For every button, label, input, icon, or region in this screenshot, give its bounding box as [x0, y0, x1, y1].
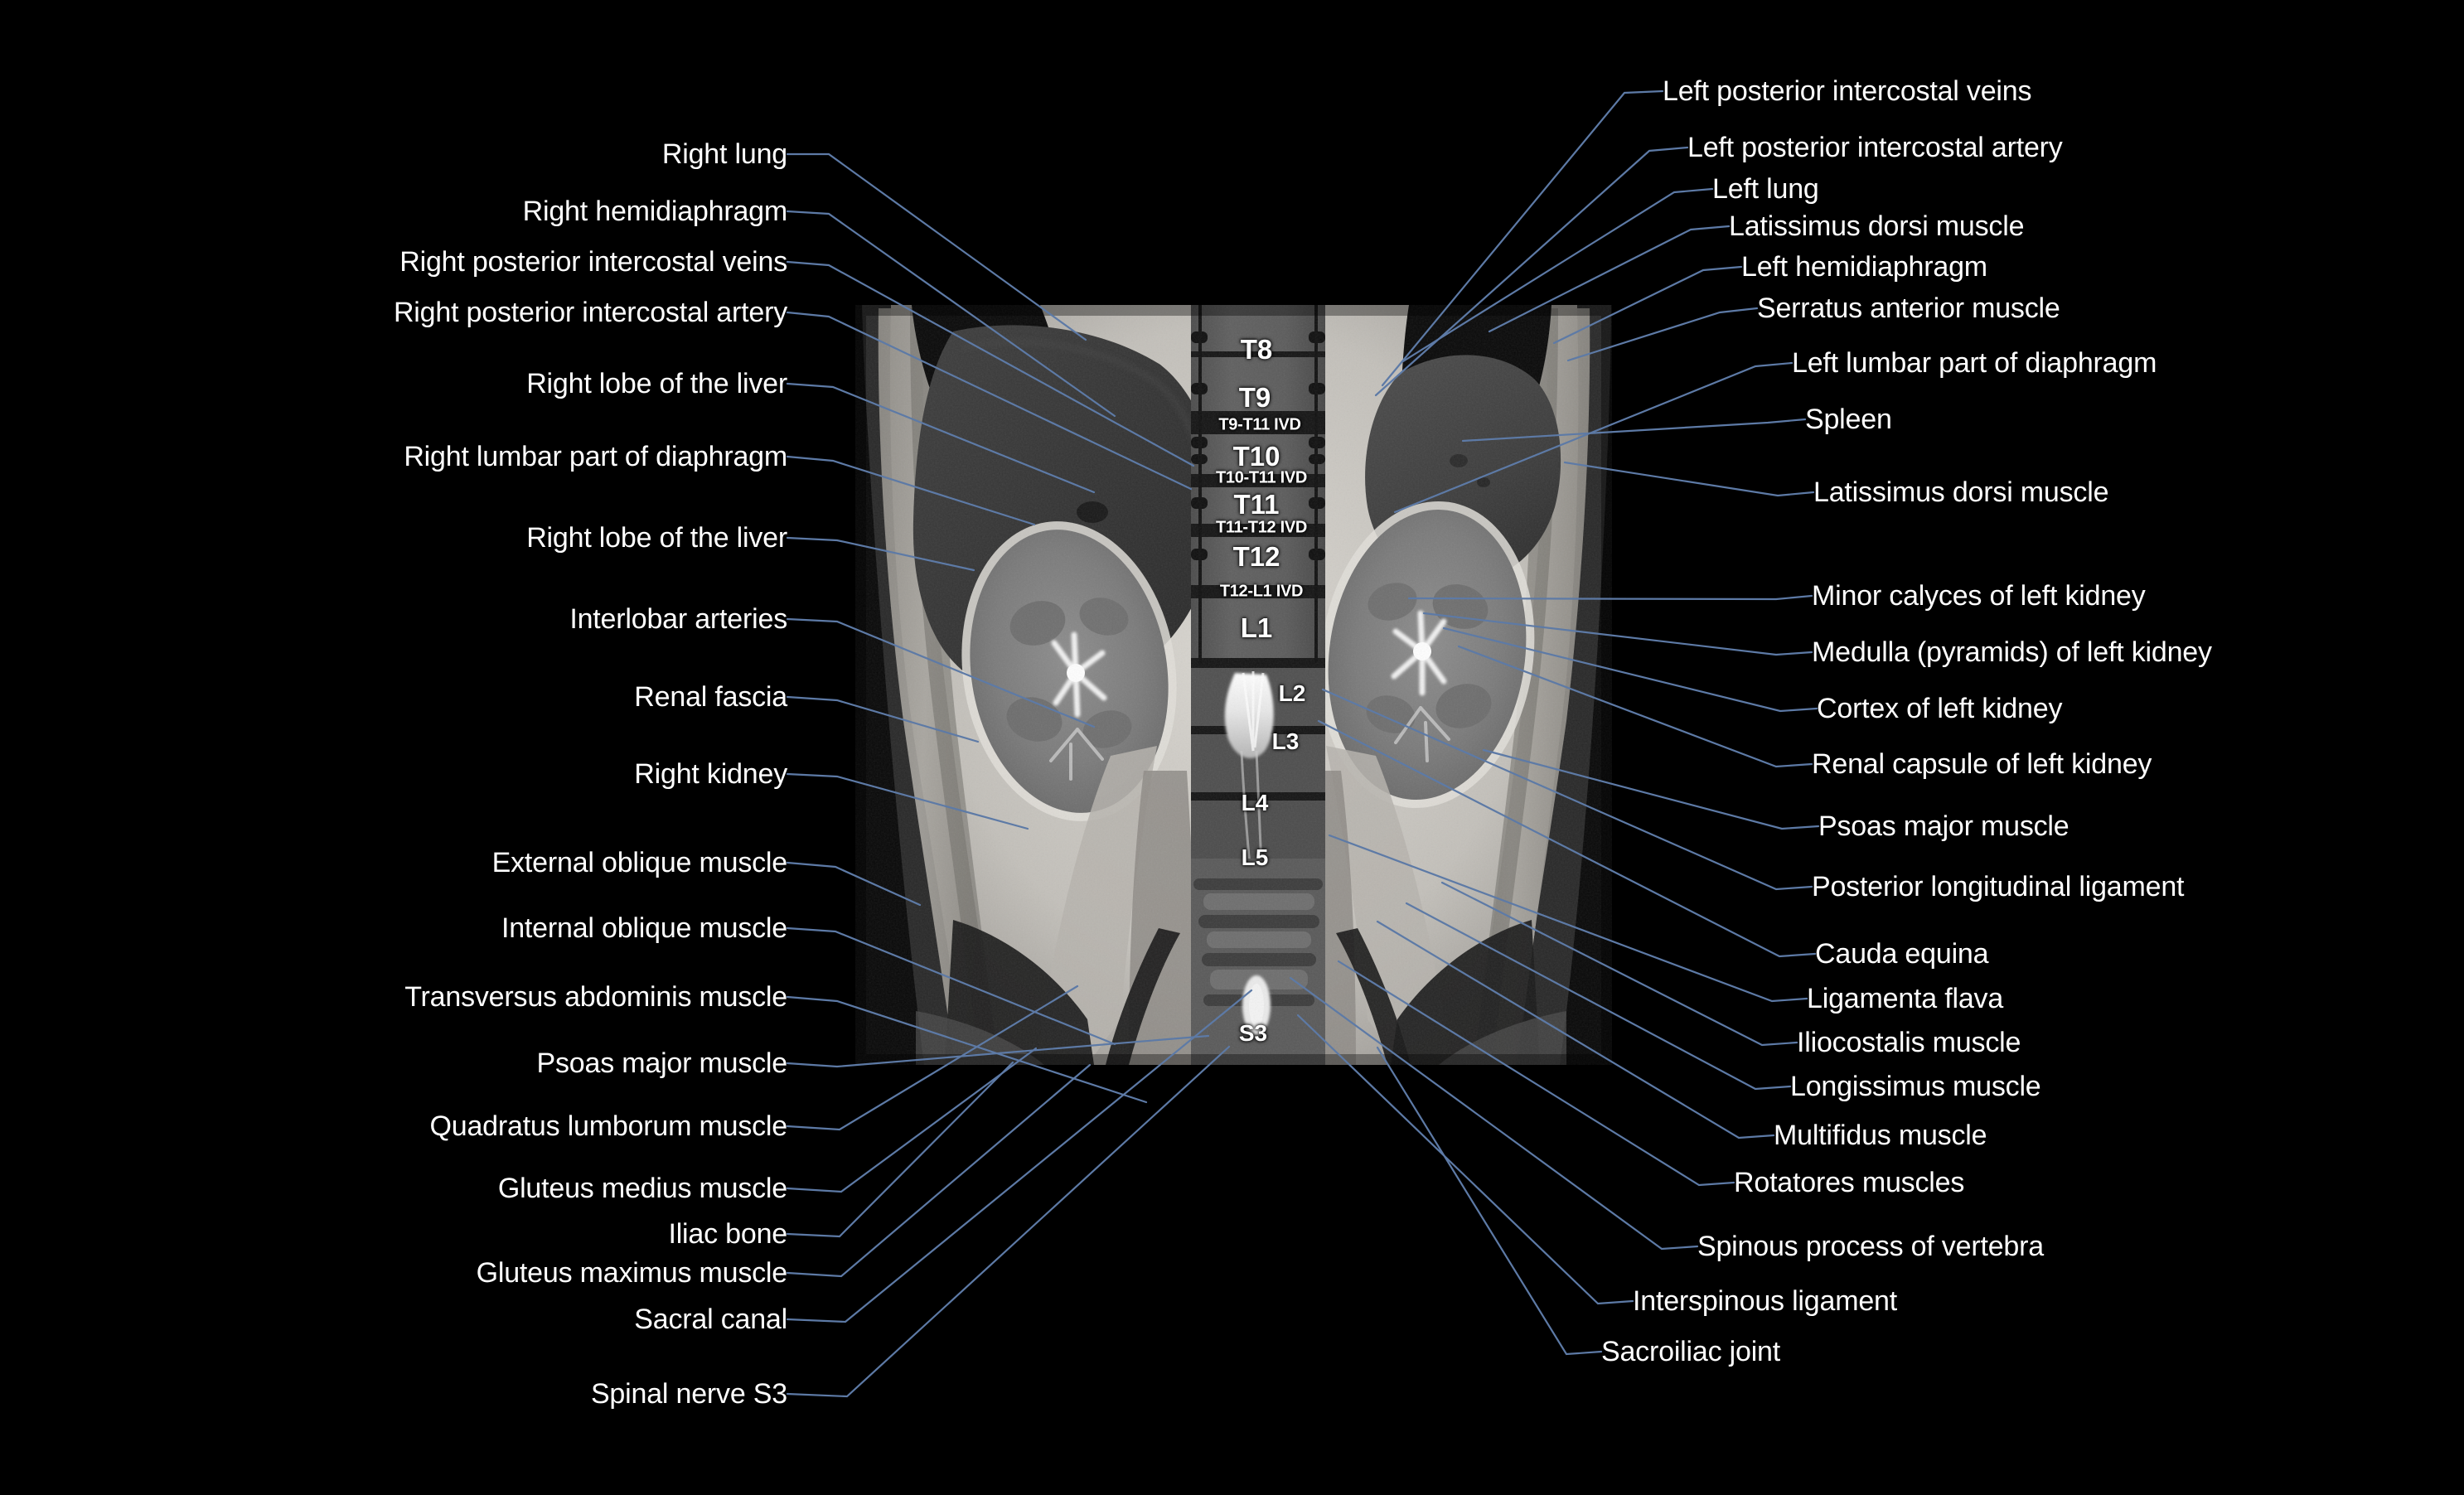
label-right-lobe-of-the-liver: Right lobe of the liver [526, 522, 787, 554]
vertebra-label-t10-t11-ivd: T10-T11 IVD [1215, 468, 1308, 487]
label-ligamenta-flava: Ligamenta flava [1807, 983, 2004, 1014]
label-latissimus-dorsi-muscle: Latissimus dorsi muscle [1813, 477, 2109, 508]
label-psoas-major-muscle: Psoas major muscle [536, 1047, 788, 1079]
vertebra-label-t9: T9 [1238, 382, 1271, 413]
label-iliocostalis-muscle: Iliocostalis muscle [1797, 1027, 2021, 1058]
label-right-lobe-of-the-liver: Right lobe of the liver [526, 368, 787, 399]
vertebra-label-t10: T10 [1232, 441, 1280, 472]
label-serratus-anterior-muscle: Serratus anterior muscle [1757, 293, 2060, 324]
vertebra-label-t12-l1-ivd: T12-L1 IVD [1219, 582, 1304, 601]
vertebra-label-t11: T11 [1233, 489, 1280, 520]
label-right-lung: Right lung [661, 138, 787, 170]
label-medulla-pyramids-of-left-kidney: Medulla (pyramids) of left kidney [1812, 636, 2212, 668]
label-cortex-of-left-kidney: Cortex of left kidney [1817, 693, 2063, 724]
vertebra-label-l5: L5 [1241, 844, 1269, 870]
vertebra-label-t11-t12-ivd: T11-T12 IVD [1215, 518, 1308, 537]
label-spinal-nerve-s3: Spinal nerve S3 [590, 1378, 787, 1410]
label-left-lung: Left lung [1712, 173, 1819, 205]
vertebra-label-t8: T8 [1240, 334, 1273, 365]
label-left-hemidiaphragm: Left hemidiaphragm [1741, 251, 1987, 283]
label-right-kidney: Right kidney [634, 758, 787, 790]
vertebra-label-l4: L4 [1241, 790, 1269, 815]
label-posterior-longitudinal-ligament: Posterior longitudinal ligament [1812, 871, 2185, 902]
label-rotatores-muscles: Rotatores muscles [1734, 1167, 1965, 1198]
label-external-oblique-muscle: External oblique muscle [491, 847, 788, 878]
vertebra-label-l1: L1 [1240, 612, 1273, 643]
label-longissimus-muscle: Longissimus muscle [1790, 1071, 2041, 1102]
vertebra-label-l3: L3 [1271, 728, 1300, 754]
vertebra-label-s3: S3 [1238, 1020, 1268, 1046]
vertebra-label-t9-t11-ivd: T9-T11 IVD [1218, 415, 1301, 434]
vertebra-label-t12: T12 [1232, 541, 1280, 572]
label-right-hemidiaphragm: Right hemidiaphragm [522, 196, 788, 227]
label-latissimus-dorsi-muscle: Latissimus dorsi muscle [1729, 210, 2025, 242]
label-right-posterior-intercostal-veins: Right posterior intercostal veins [399, 246, 787, 278]
label-cauda-equina: Cauda equina [1815, 938, 1989, 970]
label-gluteus-maximus-muscle: Gluteus maximus muscle [476, 1257, 788, 1289]
label-right-lumbar-part-of-diaphragm: Right lumbar part of diaphragm [404, 441, 787, 472]
label-quadratus-lumborum-muscle: Quadratus lumborum muscle [429, 1110, 787, 1142]
label-left-lumbar-part-of-diaphragm: Left lumbar part of diaphragm [1792, 347, 2157, 379]
label-interspinous-ligament: Interspinous ligament [1633, 1285, 1897, 1317]
label-renal-capsule-of-left-kidney: Renal capsule of left kidney [1812, 748, 2152, 780]
label-psoas-major-muscle: Psoas major muscle [1818, 810, 2069, 842]
label-renal-fascia: Renal fascia [634, 681, 787, 713]
label-internal-oblique-muscle: Internal oblique muscle [501, 912, 787, 944]
label-multifidus-muscle: Multifidus muscle [1774, 1120, 1987, 1151]
label-interlobar-arteries: Interlobar arteries [569, 603, 787, 635]
label-sacroiliac-joint: Sacroiliac joint [1601, 1336, 1781, 1367]
label-left-posterior-intercostal-veins: Left posterior intercostal veins [1663, 75, 2032, 107]
label-sacral-canal: Sacral canal [634, 1304, 787, 1335]
label-gluteus-medius-muscle: Gluteus medius muscle [497, 1173, 787, 1204]
label-spinous-process-of-vertebra: Spinous process of vertebra [1697, 1231, 2044, 1262]
label-iliac-bone: Iliac bone [668, 1218, 787, 1250]
label-minor-calyces-of-left-kidney: Minor calyces of left kidney [1812, 580, 2146, 612]
label-left-posterior-intercostal-artery: Left posterior intercostal artery [1687, 132, 2063, 163]
vertebra-label-l2: L2 [1278, 680, 1306, 706]
label-right-posterior-intercostal-artery: Right posterior intercostal artery [393, 297, 787, 328]
label-spleen: Spleen [1805, 404, 1892, 435]
label-transversus-abdominis-muscle: Transversus abdominis muscle [404, 981, 787, 1013]
